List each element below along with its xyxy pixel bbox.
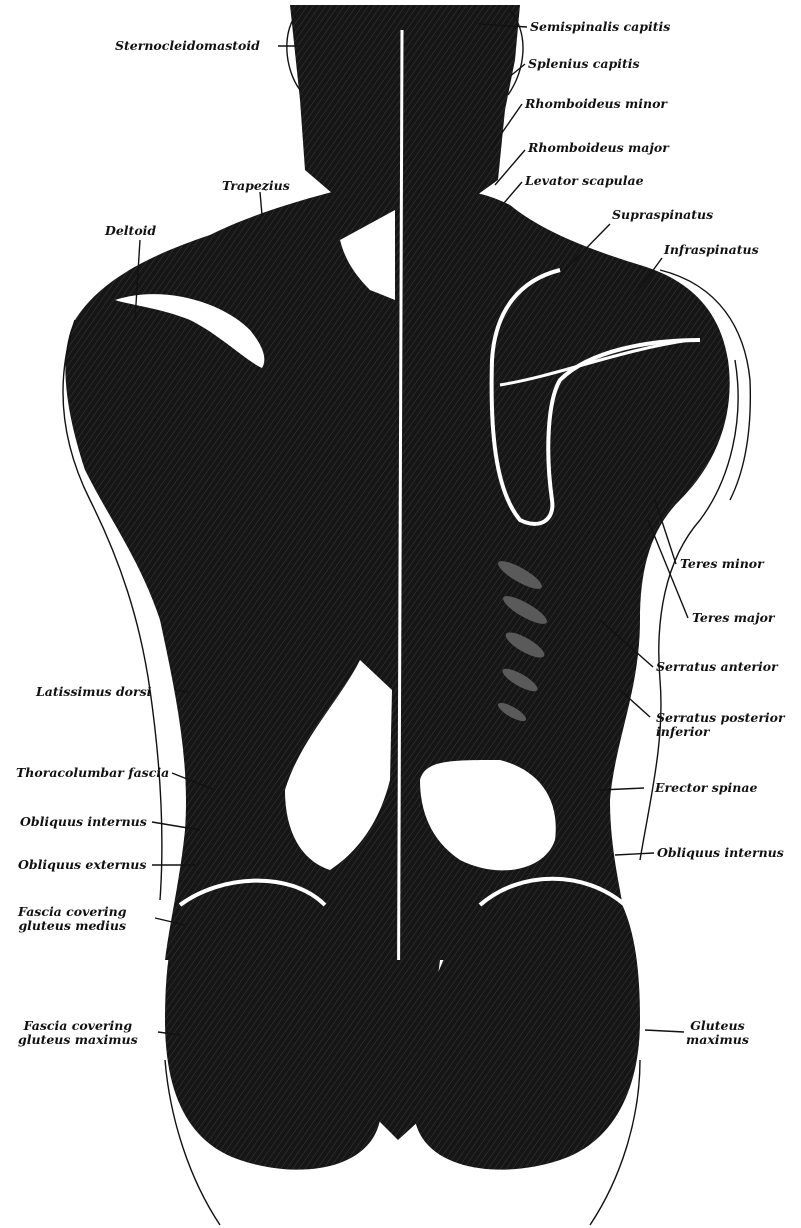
neck — [290, 5, 520, 200]
label-erector-spinae: Erector spinae — [655, 781, 757, 795]
label-obliquus-internus-left: Obliquus internus — [20, 815, 147, 829]
label-teres-minor: Teres minor — [680, 557, 764, 571]
label-thoracolumbar-fascia: Thoracolumbar fascia — [16, 766, 169, 780]
label-deltoid: Deltoid — [105, 224, 156, 238]
label-obliquus-internus-right: Obliquus internus — [657, 846, 784, 860]
label-teres-major: Teres major — [692, 611, 775, 625]
label-infraspinatus: Infraspinatus — [664, 243, 759, 257]
label-levator-scapulae: Levator scapulae — [525, 174, 644, 188]
label-supraspinatus: Supraspinatus — [612, 208, 713, 222]
label-trapezius: Trapezius — [222, 179, 290, 193]
label-fascia-gluteus-medius: Fascia covering gluteus medius — [18, 905, 126, 933]
label-latissimus-dorsi: Latissimus dorsi — [36, 685, 151, 699]
label-rhomboideus-minor: Rhomboideus minor — [525, 97, 667, 111]
label-gluteus-maximus: Gluteus maximus — [686, 1019, 749, 1047]
label-splenius-capitis: Splenius capitis — [528, 57, 640, 71]
label-obliquus-externus: Obliquus externus — [18, 858, 146, 872]
label-semispinalis-capitis: Semispinalis capitis — [530, 20, 670, 34]
label-sternocleidomastoid: Sternocleidomastoid — [115, 39, 260, 53]
label-fascia-gluteus-maximus: Fascia covering gluteus maximus — [18, 1019, 138, 1047]
label-serratus-anterior: Serratus anterior — [656, 660, 778, 674]
label-rhomboideus-major: Rhomboideus major — [528, 141, 669, 155]
label-serratus-posterior-inferior: Serratus posterior inferior — [656, 711, 785, 739]
